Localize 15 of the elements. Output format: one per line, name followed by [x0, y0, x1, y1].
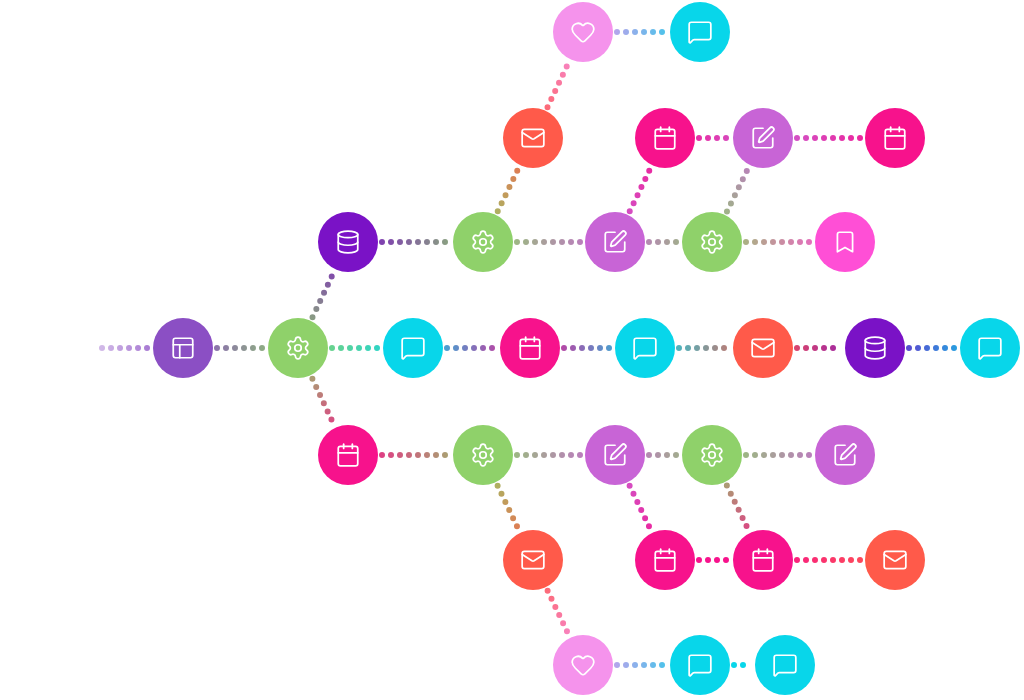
- dotted-connector: [214, 345, 267, 351]
- dotted-connector: [696, 135, 732, 141]
- dotted-connector: [696, 557, 732, 563]
- dotted-connector: [743, 239, 814, 245]
- dotted-connector: [646, 452, 681, 458]
- dotted-connector: [514, 239, 584, 245]
- dotted-connector: [514, 452, 584, 458]
- dotted-connector: [646, 239, 681, 245]
- dotted-connector: [906, 345, 959, 351]
- dotted-connector: [329, 345, 382, 351]
- dotted-connector: [99, 345, 152, 351]
- dotted-connector: [794, 557, 864, 563]
- dotted-connector: [794, 135, 864, 141]
- dotted-connector: [561, 345, 614, 351]
- dotted-connector: [743, 452, 814, 458]
